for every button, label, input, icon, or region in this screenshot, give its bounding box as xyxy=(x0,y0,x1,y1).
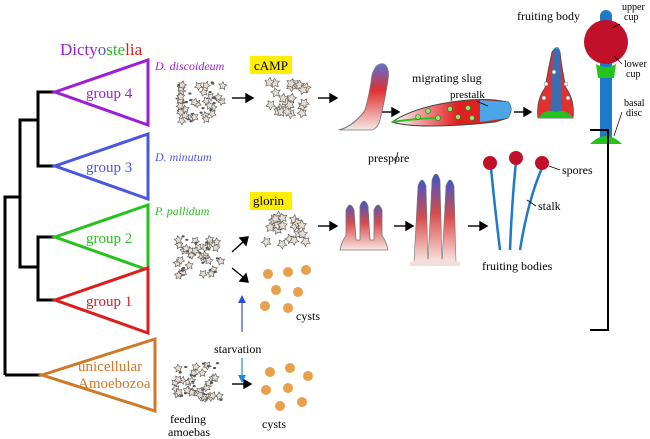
bracket xyxy=(590,129,609,331)
phylogeny-tree xyxy=(3,90,55,377)
feeding-label-1: feeding xyxy=(170,412,206,426)
slug-cells xyxy=(415,105,475,121)
lower-cup-label-2: cup xyxy=(626,69,640,80)
stalk-label: stalk xyxy=(538,199,561,213)
species-d-discoideum: D. discoideum xyxy=(154,59,225,73)
fruiting-bodies xyxy=(489,161,544,251)
tall-fingers xyxy=(410,173,460,266)
camp-label: cAMP xyxy=(254,58,288,73)
amoeba-cluster-mid xyxy=(172,234,226,280)
camp-highlight xyxy=(250,56,292,74)
group3-triangle xyxy=(50,131,150,202)
spore-head-1 xyxy=(483,156,497,170)
species-p-pallidum: P. pallidum xyxy=(154,204,210,218)
arrows xyxy=(231,92,533,390)
aggregate-top xyxy=(264,76,312,120)
outgroup-label-line2: Amoebozoa xyxy=(78,376,151,392)
basal-disc-label-1: basal xyxy=(624,98,645,109)
glorin-label: glorin xyxy=(253,193,285,208)
spore-head-2 xyxy=(509,151,523,165)
aggregate-mid xyxy=(260,210,311,250)
feeding-label-2: amoebas xyxy=(168,425,210,439)
outgroup-label-line1: unicellular xyxy=(78,359,142,375)
upper-cup-label-1: upper xyxy=(622,2,645,13)
group1-label: group 1 xyxy=(86,294,132,310)
group2-label: group 2 xyxy=(86,231,132,247)
spore-head-3 xyxy=(535,156,549,170)
outgroup-triangle xyxy=(37,336,157,414)
mound-top xyxy=(339,63,389,131)
group2-triangle xyxy=(50,202,150,273)
basal-disc-label-2: disc xyxy=(626,108,643,119)
cysts-mid-group xyxy=(260,265,311,313)
fruiting-bodies-label: fruiting bodies xyxy=(482,259,553,273)
fb-sorus xyxy=(584,20,628,64)
prestalk-label: prestalk xyxy=(450,89,485,101)
cysts-bottom-label: cysts xyxy=(262,417,286,431)
upper-cup-label-2: cup xyxy=(624,12,638,23)
diagram-title: Dictyostelia xyxy=(60,40,143,59)
fruiting-body-label: fruiting body xyxy=(517,9,580,23)
group4-triangle xyxy=(50,57,150,128)
prespore-label: prespore xyxy=(368,151,409,165)
starvation-label: starvation xyxy=(214,342,261,356)
group1-triangle xyxy=(50,265,150,336)
amoeba-cluster-top xyxy=(175,80,228,126)
group4-label: group 4 xyxy=(86,86,133,102)
cysts-bottom-group xyxy=(261,363,313,411)
starvation-arrows xyxy=(238,295,246,383)
amoeba-cluster-bottom xyxy=(171,361,224,403)
cysts-mid-label: cysts xyxy=(296,309,320,323)
species-d-minutum: D. minutum xyxy=(154,150,212,164)
group3-label: group 3 xyxy=(86,160,132,176)
lower-cup-label-1: lower xyxy=(624,59,647,70)
migrating-slug-label: migrating slug xyxy=(412,71,482,85)
spores-label: spores xyxy=(562,163,593,177)
glorin-highlight xyxy=(250,192,292,210)
mound-fingers xyxy=(339,200,389,251)
